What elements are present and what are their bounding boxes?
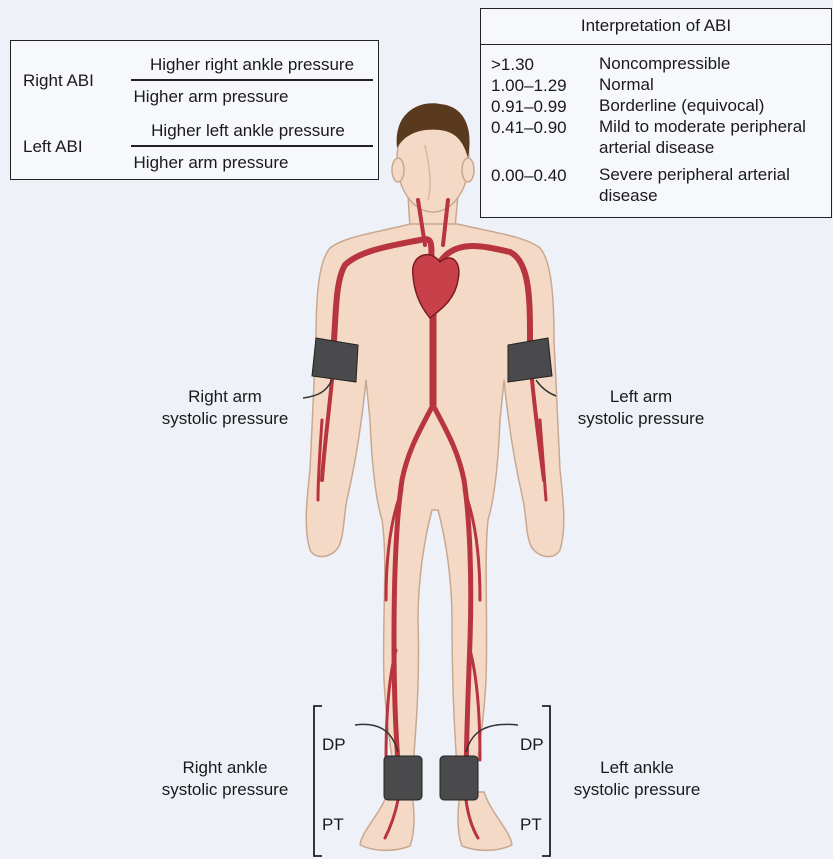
left-arm-label-line2: systolic pressure — [556, 408, 726, 430]
desc-4: Mild to moderate peripheral arterial dis… — [599, 116, 831, 158]
range-3: 0.91–0.99 — [491, 97, 567, 117]
interpretation-title: Interpretation of ABI — [481, 9, 831, 45]
desc-3: Borderline (equivocal) — [599, 95, 831, 116]
right-ankle-label-line2: systolic pressure — [140, 779, 310, 801]
range-2: 1.00–1.29 — [491, 76, 567, 96]
right-fraction-bar — [131, 79, 373, 81]
desc-2: Normal — [599, 74, 831, 95]
left-ankle-label-line2: systolic pressure — [552, 779, 722, 801]
left-abi-label: Left ABI — [23, 137, 83, 157]
left-ankle-label-line1: Left ankle — [552, 757, 722, 779]
pt-right-label: PT — [322, 814, 344, 836]
right-arm-label-line2: systolic pressure — [140, 408, 310, 430]
right-ankle-label-line1: Right ankle — [140, 757, 310, 779]
left-abi-denominator: Higher arm pressure — [111, 153, 311, 173]
range-1: >1.30 — [491, 55, 534, 75]
right-arm-label-line1: Right arm — [140, 386, 310, 408]
left-ankle-label: Left ankle systolic pressure — [552, 757, 722, 801]
right-abi-numerator: Higher right ankle pressure — [127, 55, 377, 75]
range-4: 0.41–0.90 — [491, 118, 567, 138]
range-5: 0.00–0.40 — [491, 166, 567, 186]
left-arm-label-line1: Left arm — [556, 386, 726, 408]
left-arm-label: Left arm systolic pressure — [556, 386, 726, 430]
right-abi-denominator: Higher arm pressure — [111, 87, 311, 107]
abi-formula-box: Right ABI Higher right ankle pressure Hi… — [10, 40, 379, 180]
pt-left-label: PT — [520, 814, 542, 836]
dp-right-label: DP — [322, 734, 346, 756]
interpretation-box: Interpretation of ABI >1.30 Noncompressi… — [480, 8, 832, 218]
right-arm-label: Right arm systolic pressure — [140, 386, 310, 430]
right-abi-label: Right ABI — [23, 71, 94, 91]
ankle-cuffs — [384, 756, 478, 800]
desc-5: Severe peripheral arterial disease — [599, 164, 827, 206]
left-abi-numerator: Higher left ankle pressure — [123, 121, 373, 141]
dp-left-label: DP — [520, 734, 544, 756]
desc-1: Noncompressible — [599, 53, 831, 74]
left-fraction-bar — [131, 145, 373, 147]
right-ankle-label: Right ankle systolic pressure — [140, 757, 310, 801]
